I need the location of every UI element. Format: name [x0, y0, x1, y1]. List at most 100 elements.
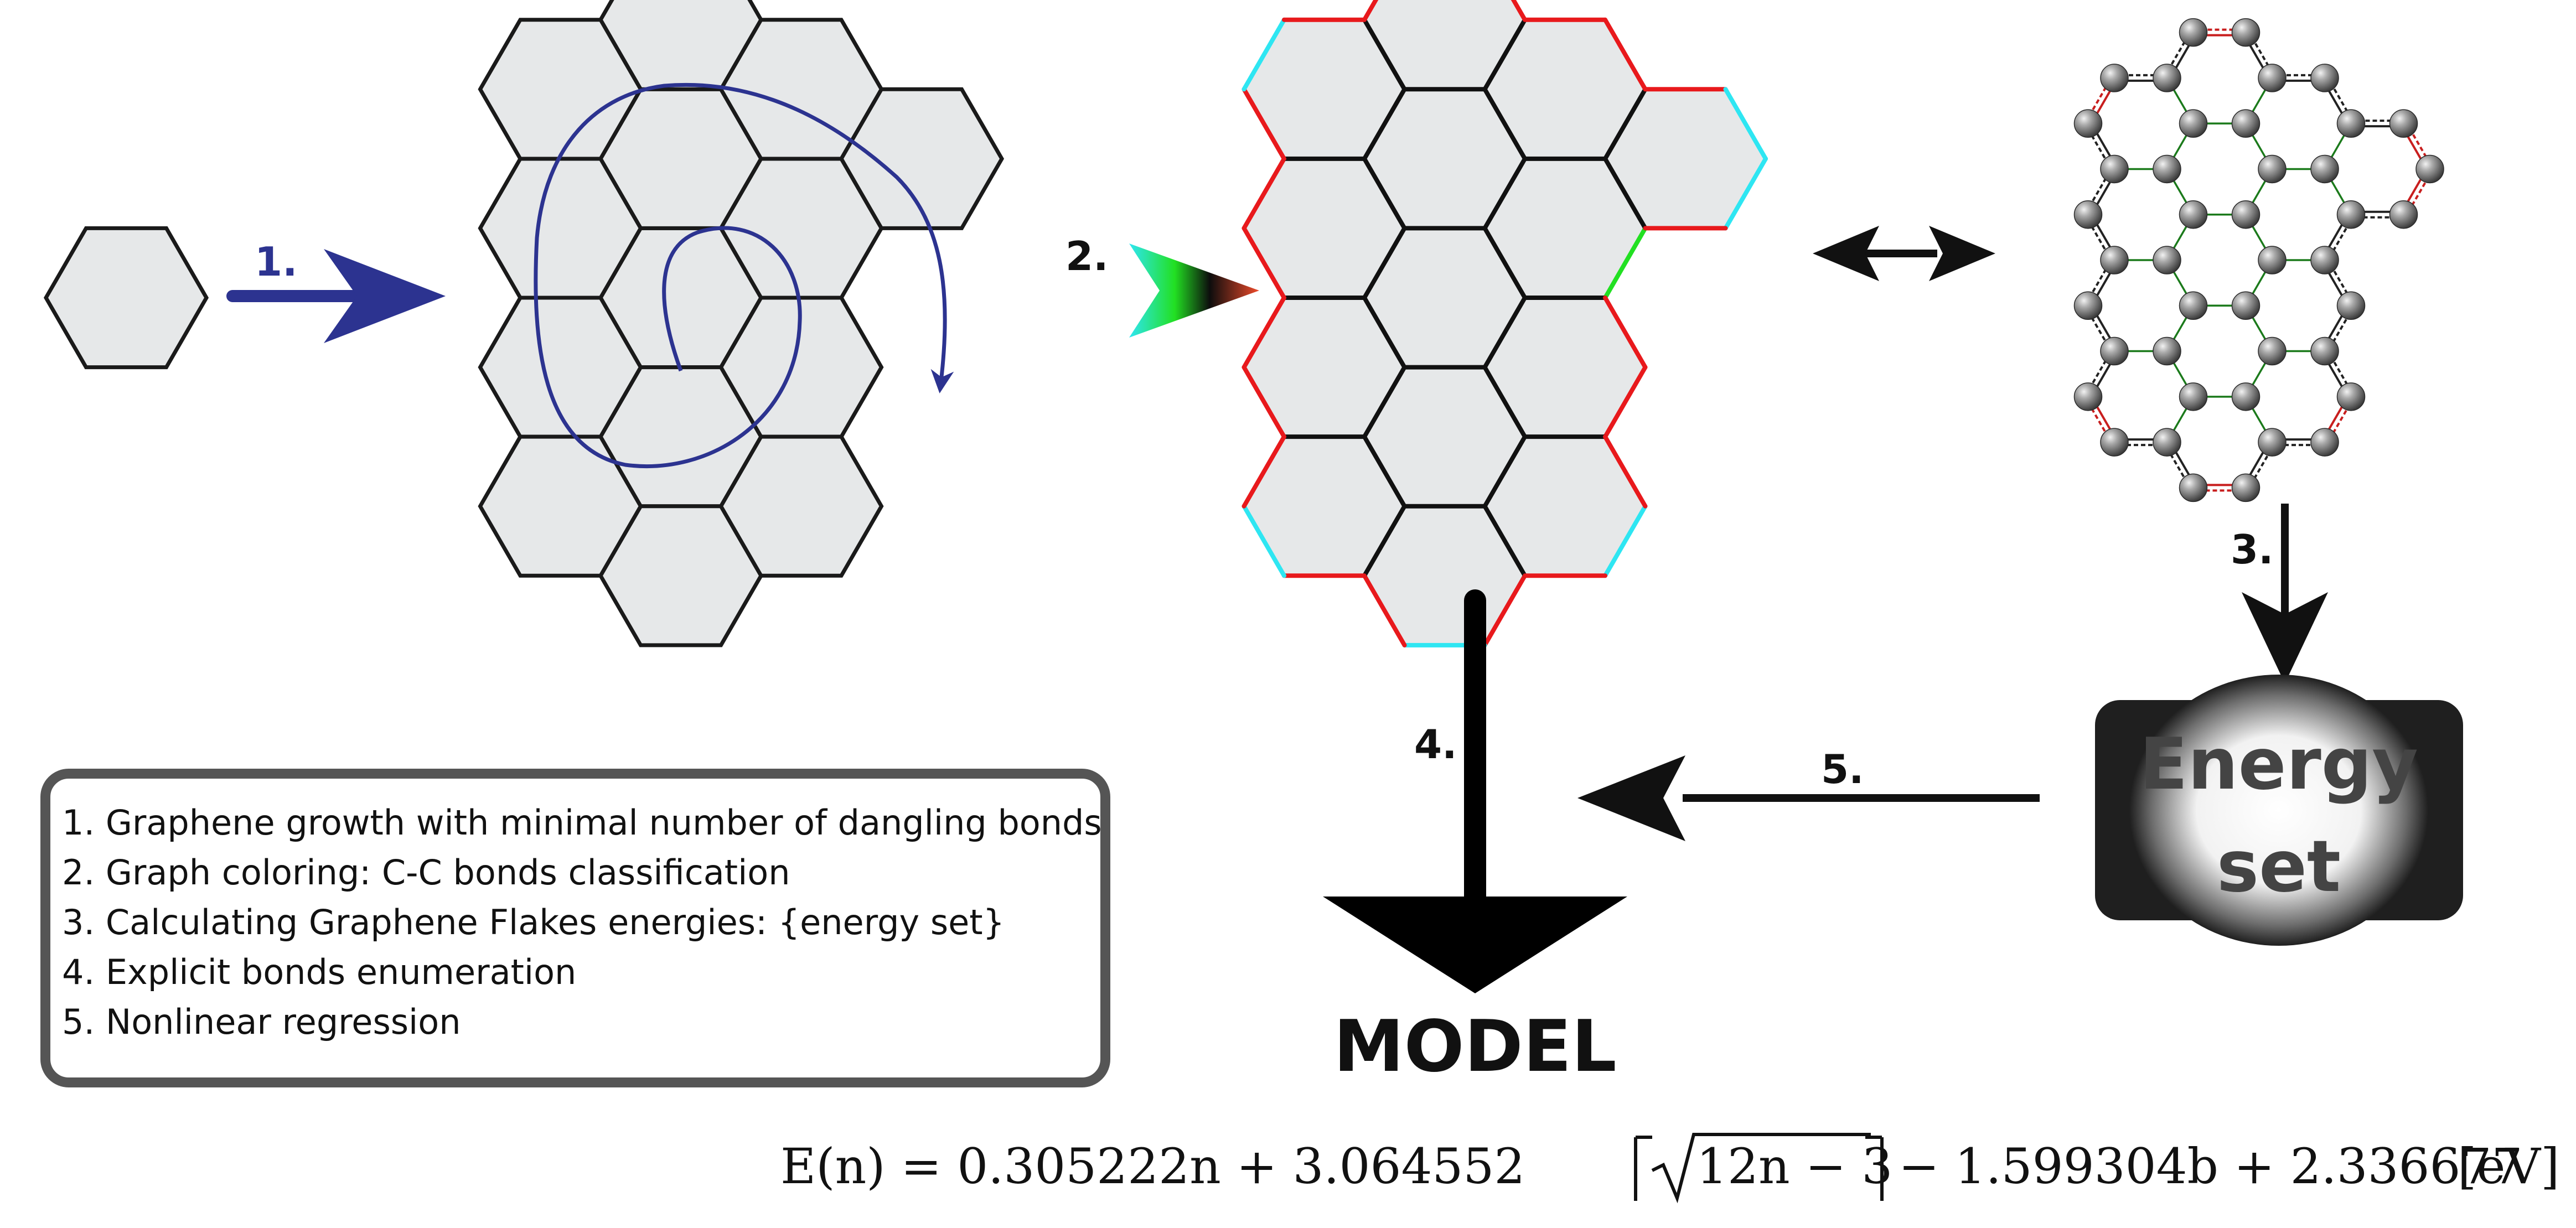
equivalence-double-arrow: [1813, 226, 1995, 281]
growth-spiral: [534, 82, 954, 469]
bond-edge: [1603, 434, 1648, 509]
bond-edge: [1511, 0, 1527, 22]
step4-label: 4.: [1414, 721, 1457, 768]
carbon-atom-icon: [2153, 428, 2181, 457]
hexagon-cell: [1244, 437, 1405, 576]
carbon-atom-icon: [2310, 154, 2339, 184]
bond-edge: [1482, 434, 1527, 509]
hexagon-cell: [718, 434, 884, 578]
hexagon-cell: [478, 434, 643, 578]
carbon-atom-icon: [2336, 200, 2366, 229]
equation-radicand: 12n − 3: [1696, 1138, 1892, 1195]
bond-edge: [1362, 573, 1407, 647]
bond-edge: [1362, 365, 1407, 439]
carbon-atom-icon: [2336, 109, 2366, 138]
carbon-atom-icon: [2100, 246, 2129, 274]
hexagon-cell: [1484, 298, 1646, 437]
graphene-molecule-model: [2073, 18, 2444, 502]
bond-edge: [1242, 296, 1286, 370]
bond-edge: [1482, 87, 1527, 161]
sqrt-sign: [1651, 1133, 1871, 1204]
step5-arrow: [1577, 755, 2040, 841]
bond-edge: [1362, 17, 1407, 92]
step5-label: 5.: [1821, 746, 1864, 792]
bond-edge: [1723, 156, 1768, 231]
bond-edge: [1723, 87, 1768, 161]
carbon-atom-icon: [2231, 18, 2261, 47]
ceil-right-bracket: [1865, 1136, 1884, 1201]
step4-arrow: [1323, 589, 1627, 993]
bond-edge: [1603, 17, 1648, 92]
carbon-atom-icon: [2231, 473, 2261, 502]
single-hexagon: [43, 226, 209, 370]
carbon-atom-icon: [2100, 64, 2129, 92]
bond-edge: [1482, 156, 1527, 231]
bond-edge: [1482, 226, 1527, 300]
molecule-atoms: [2073, 18, 2444, 502]
carbon-atom-icon: [2258, 154, 2287, 184]
step3-label: 3.: [2231, 526, 2273, 573]
graphene-flake-growth: [478, 0, 1005, 647]
hexagon-cell: [1244, 158, 1405, 298]
model-label: MODEL: [1333, 1006, 1616, 1088]
energy-set-line1: Energy: [2139, 723, 2418, 806]
carbon-atom-icon: [2179, 109, 2208, 138]
hexagon-cell: [1364, 367, 1525, 506]
carbon-atom-icon: [2310, 428, 2339, 457]
carbon-atom-icon: [2153, 64, 2181, 92]
carbon-atom-icon: [2258, 64, 2287, 92]
legend-item: 3. Calculating Graphene Flakes energies:…: [62, 902, 1005, 942]
carbon-atom-icon: [2153, 154, 2181, 184]
carbon-atom-icon: [2231, 291, 2261, 320]
hexagon-cell: [1364, 89, 1525, 229]
carbon-atom-icon: [2258, 336, 2287, 366]
hexagon-cell: [478, 18, 643, 161]
carbon-atom-icon: [2231, 109, 2261, 138]
carbon-atom-icon: [2336, 291, 2366, 320]
bond-edge: [1482, 504, 1527, 578]
carbon-atom-icon: [2153, 336, 2181, 366]
energy-set-line2: set: [2217, 826, 2341, 908]
step2-label: 2.: [1065, 233, 1108, 279]
hexagon-cell: [1244, 19, 1405, 159]
carbon-atom-icon: [2100, 336, 2129, 366]
legend-item: 2. Graph coloring: C-C bonds classificat…: [62, 852, 790, 893]
hexagon-cell: [43, 226, 209, 370]
bond-edge: [1362, 87, 1407, 161]
carbon-atom-icon: [2389, 109, 2418, 138]
bond-edge: [1362, 156, 1407, 231]
bond-edge: [1603, 87, 1648, 161]
carbon-atom-icon: [2179, 200, 2208, 229]
carbon-atom-icon: [2179, 18, 2208, 47]
carbon-atom-icon: [2073, 109, 2103, 138]
hexagon-cell: [1364, 228, 1525, 367]
bond-edge: [1603, 365, 1648, 439]
carbon-atom-icon: [2310, 336, 2339, 366]
carbon-atom-icon: [2231, 382, 2261, 411]
ceil-left-bracket: [1634, 1136, 1652, 1201]
bond-edge: [1362, 296, 1407, 370]
hexagon-cell: [1484, 158, 1646, 298]
carbon-atom-icon: [2073, 382, 2103, 411]
carbon-atom-icon: [2179, 382, 2208, 411]
bond-edge: [1242, 226, 1286, 300]
carbon-atom-icon: [2179, 291, 2208, 320]
step1-label: 1.: [255, 239, 297, 285]
legend-box: 1. Graphene growth with minimal number o…: [40, 769, 1110, 1087]
bond-edge: [1482, 296, 1527, 370]
hexagon-cell: [1484, 437, 1646, 576]
carbon-atom-icon: [2258, 428, 2287, 457]
carbon-atom-icon: [2389, 200, 2418, 229]
legend-item: 4. Explicit bonds enumeration: [62, 952, 576, 992]
bond-edge: [1242, 434, 1286, 509]
bond-edge: [1242, 365, 1286, 439]
carbon-atom-icon: [2415, 154, 2444, 184]
step1-arrow: [226, 249, 446, 343]
hexagon-cell: [1484, 19, 1646, 159]
legend-item: 5. Nonlinear regression: [62, 1002, 461, 1042]
carbon-atom-icon: [2231, 200, 2261, 229]
carbon-atom-icon: [2336, 382, 2366, 411]
carbon-atom-icon: [2310, 64, 2339, 92]
equation-rhs: − 1.599304b + 2.336677: [1899, 1138, 2523, 1195]
bond-edge: [1242, 504, 1286, 578]
